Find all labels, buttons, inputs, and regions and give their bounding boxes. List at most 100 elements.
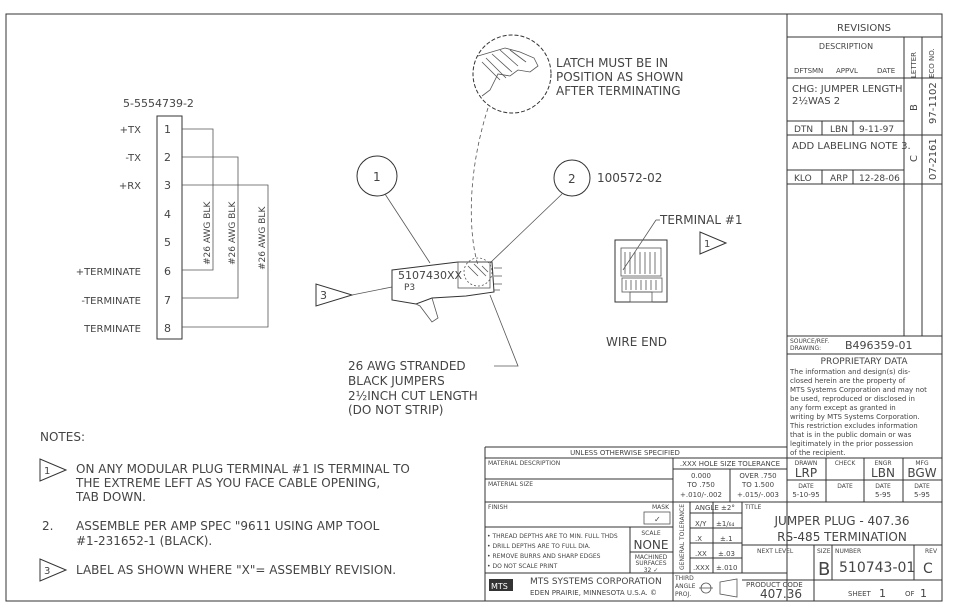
date-label: DATE	[837, 483, 853, 490]
machined-value: 32 ✓	[644, 567, 659, 574]
sheet-value: 1	[879, 587, 886, 600]
connector-part-label: 5-5554739-2	[123, 97, 194, 110]
pin-signal: +TERMINATE	[76, 267, 141, 278]
revisions-title: REVISIONS	[837, 23, 891, 34]
company-logo-box	[489, 579, 513, 591]
proprietary-line: of the recipient.	[790, 449, 846, 457]
general-tolerance-label: GENERAL TOLERANCE	[679, 504, 686, 570]
spec-bullet: • THREAD DEPTHS ARE TO MIN. FULL THDS	[487, 533, 618, 540]
number-label: NUMBER	[835, 548, 861, 555]
mfg-by: BGW	[907, 466, 936, 480]
third-angle-cone	[719, 578, 738, 598]
pin-number: 2	[164, 151, 171, 164]
note-marker: 2.	[42, 519, 53, 533]
angle-tolerance: ANGLE ±2°	[695, 504, 735, 512]
drawing-title-line: RS-485 TERMINATION	[777, 530, 907, 544]
proprietary-title: PROPRIETARY DATA	[821, 357, 909, 367]
hole-tolerance-range-2: TO 1.500	[741, 481, 774, 489]
tolerance-format: X/Y	[695, 520, 707, 528]
revision-letter: C	[909, 155, 920, 162]
revision-dftsmn: DTN	[794, 125, 813, 135]
pin-row: 4	[164, 208, 171, 221]
pin-number: 6	[164, 265, 171, 278]
revision-eco: 07-2161	[928, 138, 939, 180]
pinout-diagram: 5-5554739-2 +TX 1 -TX 2 +RX 3 4 5 +TERMI…	[76, 97, 269, 340]
revision-description: 2½WAS 2	[792, 95, 840, 107]
revisions-subheader: DATE	[877, 67, 895, 75]
tolerance-format: .X	[695, 535, 702, 543]
sheet-label: SHEET	[848, 590, 872, 598]
pin-signal: -TERMINATE	[81, 296, 141, 307]
tolerance-format: .XXX	[693, 564, 710, 572]
wire-label: #26 AWG BLK	[228, 201, 238, 265]
wire-end-label: WIRE END	[606, 335, 667, 349]
proprietary-line: closed herein are the property of	[790, 377, 906, 385]
rev-value: C	[923, 561, 933, 577]
pin-row: -TERMINATE 7	[81, 294, 171, 307]
revisions-description-header: DESCRIPTION	[819, 42, 873, 51]
hole-tolerance-range-1: +.010/-.002	[680, 491, 722, 499]
proprietary-line: that is in the public domain or was	[790, 431, 912, 439]
latch-detail-circle	[472, 34, 552, 114]
note-marker: 1	[44, 466, 50, 477]
tolerance-format: .XX	[695, 550, 707, 558]
latch-note-line: POSITION AS SHOWN	[556, 70, 684, 84]
pin-number: 1	[164, 123, 171, 136]
product-code-label: PRODUCT CODE	[746, 581, 803, 589]
jumper-note: 26 AWG STRANDED BLACK JUMPERS 2½INCH CUT…	[348, 294, 519, 417]
jumper-wire-2-7	[182, 156, 239, 299]
tolerance-value: ±.010	[716, 564, 737, 572]
revision-appvl: ARP	[830, 174, 848, 184]
hole-tolerance-range-2: +.015/-.003	[737, 491, 779, 499]
balloon-number: 1	[373, 170, 381, 184]
scale-label: SCALE	[641, 530, 660, 537]
drawn-label: DRAWN	[795, 460, 818, 467]
size-value: B	[818, 559, 830, 580]
flag-number: 3	[320, 289, 327, 302]
latch-detail-shape	[477, 47, 539, 97]
proprietary-line: legitimately in the prior possession	[790, 440, 913, 448]
pin-row: +RX 3	[119, 179, 171, 192]
pin-signal: +RX	[119, 181, 141, 192]
drawn-date: 5-10-95	[792, 491, 819, 499]
engr-label: ENGR	[874, 460, 891, 467]
pin-number: 8	[164, 322, 171, 335]
note-line: TAB DOWN.	[75, 490, 146, 504]
rev-label: REV	[925, 548, 938, 555]
proprietary-line: MTS Systems Corporation and may not	[790, 386, 927, 394]
engr-by: LBN	[871, 466, 895, 480]
sheet-border	[5, 13, 943, 602]
pin-row: +TERMINATE 6	[76, 265, 171, 278]
terminal-label: TERMINAL #1	[659, 213, 743, 227]
wire-label: #26 AWG BLK	[258, 206, 268, 270]
note-line: ASSEMBLE PER AMP SPEC "9611 USING AMP TO…	[76, 519, 380, 533]
next-level-label: NEXT LEVEL	[757, 548, 794, 555]
latch-dashed-leader	[470, 107, 489, 266]
jumper-note-line: 2½INCH CUT LENGTH	[348, 389, 478, 403]
revision-description: ADD LABELING NOTE 3.	[792, 141, 911, 152]
revision-dftsmn: KLO	[794, 174, 812, 184]
note-item: 3 LABEL AS SHOWN WHERE "X"= ASSEMBLY REV…	[39, 558, 396, 582]
hole-tolerance-range-1: TO .750	[686, 481, 715, 489]
modular-plug-side-view: 5107430XX P3	[391, 257, 502, 323]
latch-detail: LATCH MUST BE IN POSITION AS SHOWN AFTER…	[470, 34, 684, 266]
revisions-subheader: APPVL	[836, 67, 858, 75]
proprietary-line: This restriction excludes information	[789, 422, 918, 430]
proprietary-line: writing by MTS Systems Corporation.	[790, 413, 920, 421]
flag-3: 3	[315, 283, 393, 307]
jumper-note-line: 26 AWG STRANDED	[348, 359, 466, 373]
revision-letter: B	[909, 104, 920, 111]
balloon-part-number: 100572-02	[597, 171, 662, 185]
revision-row: ADD LABELING NOTE 3. C 07-2161 KLO ARP 1…	[787, 138, 942, 185]
spec-bullet: • DO NOT SCALE PRINT	[487, 563, 558, 570]
revision-date: 9-11-97	[859, 125, 894, 135]
engr-date: 5-95	[875, 491, 891, 499]
date-label: DATE	[875, 483, 891, 490]
finish-label: FINISH	[488, 504, 508, 511]
latch-hatch	[481, 49, 527, 81]
title-label: TITLE	[744, 504, 761, 511]
date-label: DATE	[798, 483, 814, 490]
revisions-letter-header: LETTER	[910, 52, 918, 78]
drawing-title-line: JUMPER PLUG - 407.36	[774, 514, 910, 528]
